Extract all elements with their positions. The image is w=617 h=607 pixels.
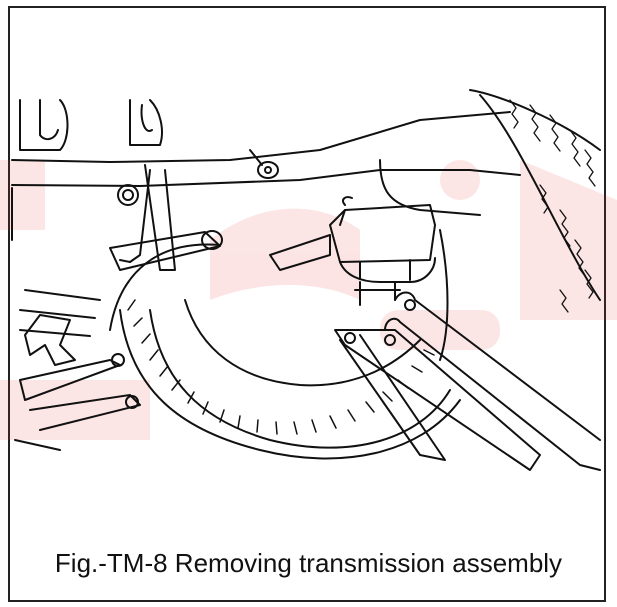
figure-frame	[8, 6, 606, 602]
transmission-removal-illustration	[11, 89, 601, 471]
figure-caption: Fig.-TM-8 Removing transmission assembly	[54, 548, 563, 578]
